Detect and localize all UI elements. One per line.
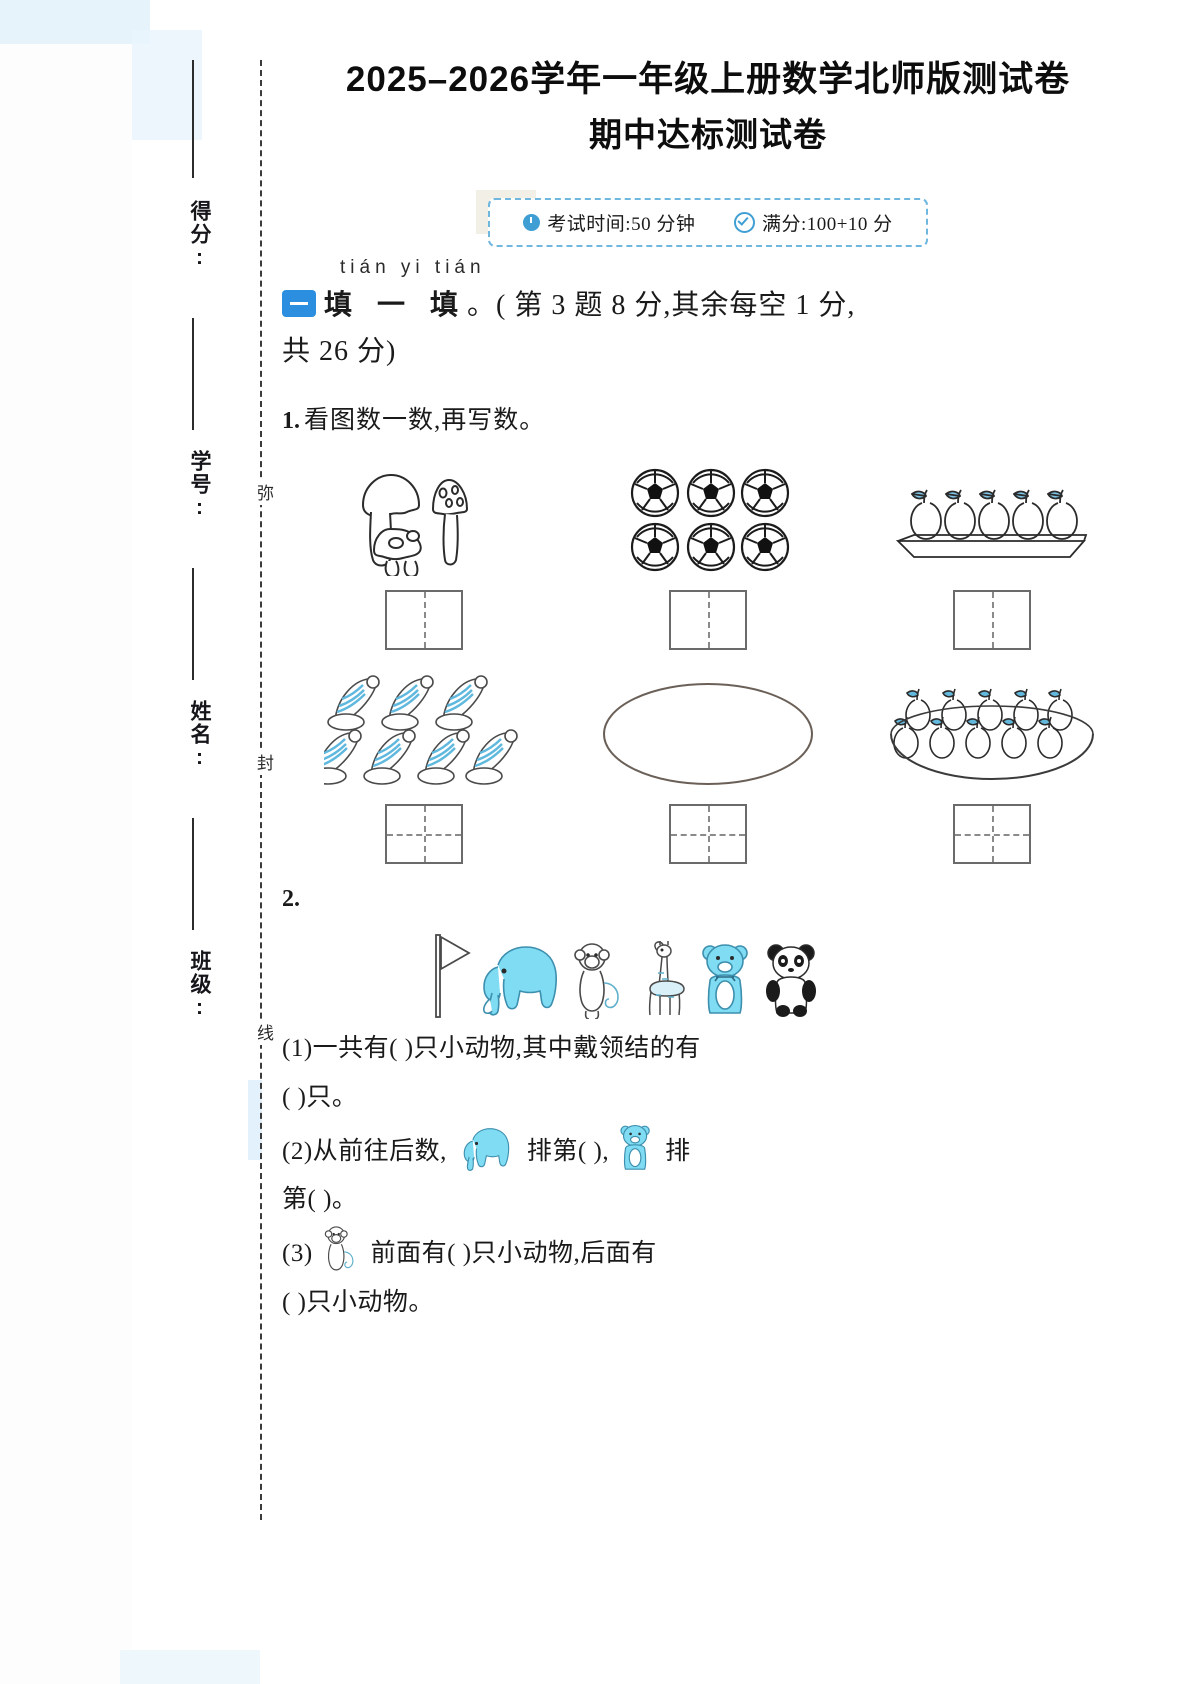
answer-box[interactable] — [385, 590, 463, 651]
elephant-inline-icon — [463, 1127, 510, 1171]
section-scoring-line-2: 共 26 分) — [282, 335, 397, 367]
picture-group-soccer-balls — [583, 458, 833, 576]
page-title: 2025–2026学年一年级上册数学北师版测试卷 — [345, 60, 1071, 99]
question-2: 2. — [282, 886, 1134, 1328]
question-1-answer-boxes-row-1 — [282, 590, 1134, 651]
picture-group-pears-tray — [867, 458, 1117, 576]
question-1-answer-boxes-row-2 — [282, 804, 1134, 865]
picture-group-hats — [299, 672, 549, 790]
question-1-number: 1. — [282, 408, 300, 435]
sub-2-mid: 排第( ), — [526, 1137, 610, 1165]
question-2-sub-3-line-2: ( )只小动物。 — [282, 1288, 434, 1316]
section-one-heading: tián yi tián 填 一 填。( 第 3 题 8 分,其余每空 1 分,… — [282, 257, 1134, 374]
question-2-sub-1-line-2: ( )只。 — [282, 1083, 358, 1111]
section-title: 填 一 填 — [324, 290, 468, 322]
question-2-sub-1-line-1: (1)一共有( )只小动物,其中戴领结的有 — [282, 1025, 1134, 1074]
section-number-badge — [282, 290, 316, 318]
section-scoring-line-1: 。( 第 3 题 8 分,其余每空 1 分, — [467, 290, 856, 322]
seal-dashed-line — [260, 60, 262, 1520]
full-score-label: 满分:100+10 分 — [761, 214, 893, 236]
monkey-icon — [574, 943, 619, 1020]
exam-info-banner: 考试时间:50 分钟 满分:100+10 分 — [476, 190, 928, 248]
sub-1-tag: (1) — [282, 1035, 313, 1063]
sub-3-text: 前面有( )只小动物,后面有 — [370, 1240, 657, 1268]
pears-on-tray-icon — [895, 489, 1088, 558]
sub-2-after: 排 — [665, 1137, 691, 1165]
question-2-sub-2-line-2: 第( )。 — [282, 1186, 358, 1214]
scan-artifact-tint-lower — [248, 1080, 262, 1160]
answer-box[interactable] — [953, 804, 1031, 865]
answer-box[interactable] — [385, 804, 463, 865]
scan-artifact-tint-upper — [132, 30, 202, 140]
picture-group-mushrooms — [299, 458, 549, 577]
sub-2-tag: (2) — [282, 1137, 313, 1165]
section-pinyin: tián yi tián — [340, 257, 486, 279]
sub-1-text: 一共有( )只小动物,其中戴领结的有 — [312, 1035, 701, 1063]
answer-box[interactable] — [669, 590, 747, 651]
scan-artifact-bottom — [120, 1650, 260, 1684]
bear-icon — [702, 944, 748, 1014]
clock-icon — [523, 214, 541, 232]
elephant-icon — [483, 946, 557, 1016]
question-2-sub-3-line-1: (3) 前面有( )只小动物,后面有 — [282, 1225, 1134, 1279]
flag-icon — [435, 934, 471, 1018]
question-1: 1. 看图数一数,再写数。 — [282, 400, 1134, 865]
page-subtitle: 期中达标测试卷 — [589, 116, 827, 154]
exam-time-item: 考试时间:50 分钟 — [523, 209, 695, 236]
question-1-picture-row-1 — [282, 458, 1134, 577]
check-circle-icon — [733, 212, 755, 234]
picture-group-empty-oval — [583, 672, 833, 790]
soccer-balls-icon — [630, 468, 790, 572]
page-left-margin — [0, 0, 132, 1684]
santa-hats-icon — [324, 674, 519, 786]
sidebar-field-student-id: 学号: — [188, 450, 211, 521]
seal-word-xian: 线 — [246, 1020, 276, 1045]
answer-box[interactable] — [669, 804, 747, 865]
seal-rule-4 — [192, 818, 194, 930]
exam-sheet: 2025–2026学年一年级上册数学北师版测试卷 期中达标测试卷 考试时间:50… — [282, 56, 1134, 1328]
seal-word-feng: 封 — [246, 750, 276, 775]
panda-icon — [766, 944, 816, 1018]
mushrooms-icon — [361, 474, 469, 577]
full-score-item: 满分:100+10 分 — [733, 209, 893, 236]
question-2-number: 2. — [282, 886, 300, 913]
seal-rule-1 — [192, 60, 194, 178]
seal-word-mi: 弥 — [246, 480, 276, 505]
question-2-sub-2-line-1: (2)从前往后数, 排第( ), — [282, 1123, 1134, 1177]
question-2-animals-row — [432, 927, 1134, 1020]
sub-2-before: 从前往后数, — [312, 1137, 447, 1165]
sub-3-tag: (3) — [282, 1240, 313, 1268]
empty-oval-icon — [602, 683, 813, 786]
monkey-inline-icon — [324, 1226, 354, 1271]
sidebar-field-name: 姓名: — [188, 700, 211, 771]
bear-inline-icon — [620, 1124, 650, 1170]
sealing-sidebar: 得分: 学号: 姓名: 班级: 弥 封 线 — [168, 60, 280, 1530]
question-1-picture-row-2 — [282, 672, 1134, 790]
exam-time-label: 考试时间:50 分钟 — [547, 214, 696, 236]
seal-rule-2 — [192, 318, 194, 430]
scan-artifact-top — [0, 0, 150, 44]
answer-box[interactable] — [953, 590, 1031, 651]
giraffe-icon — [648, 941, 685, 1016]
seal-rule-3 — [192, 568, 194, 680]
picture-group-pears-basket — [867, 672, 1117, 790]
sidebar-field-class: 班级: — [188, 950, 211, 1021]
question-1-prompt: 看图数一数,再写数。 — [304, 407, 546, 435]
sidebar-field-score: 得分: — [188, 200, 211, 271]
pears-in-basket-icon — [890, 688, 1094, 781]
